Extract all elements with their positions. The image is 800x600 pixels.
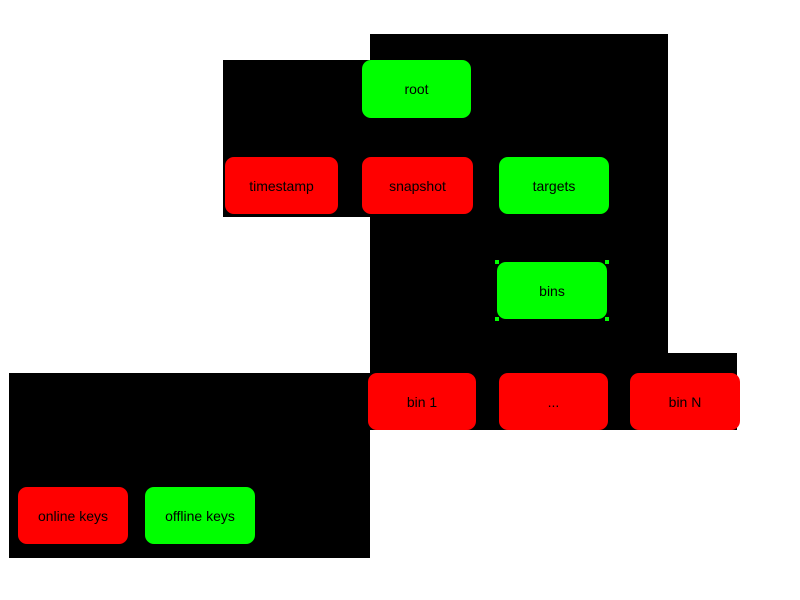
node-bins[interactable]: bins xyxy=(495,260,609,321)
node-bin-1[interactable]: bin 1 xyxy=(368,373,476,430)
node-bin-ellipsis[interactable]: ... xyxy=(499,373,608,430)
node-label-bin-ellipsis: ... xyxy=(547,393,560,410)
node-timestamp[interactable]: timestamp xyxy=(225,157,338,214)
node-bin-n[interactable]: bin N xyxy=(630,373,740,430)
node-label-bin-n: bin N xyxy=(668,393,702,410)
node-label-timestamp: timestamp xyxy=(249,177,314,194)
node-targets[interactable]: targets xyxy=(499,157,609,214)
node-online-keys[interactable]: online keys xyxy=(18,487,128,544)
node-label-online-keys: online keys xyxy=(37,507,109,524)
node-label-bins: bins xyxy=(539,282,565,299)
node-label-bin-1: bin 1 xyxy=(406,393,438,410)
node-label-offline-keys: offline keys xyxy=(165,507,235,524)
node-label-snapshot: snapshot xyxy=(389,177,446,194)
node-label-root: root xyxy=(404,81,429,97)
selection-handle-tl-icon[interactable] xyxy=(495,260,499,264)
selection-handle-bl-icon[interactable] xyxy=(495,317,499,321)
selection-handle-br-icon[interactable] xyxy=(605,317,609,321)
node-root[interactable]: root xyxy=(362,60,471,118)
node-label-targets: targets xyxy=(532,177,576,194)
node-snapshot[interactable]: snapshot xyxy=(362,157,473,214)
node-offline-keys[interactable]: offline keys xyxy=(145,487,255,544)
selection-handle-tr-icon[interactable] xyxy=(605,260,609,264)
